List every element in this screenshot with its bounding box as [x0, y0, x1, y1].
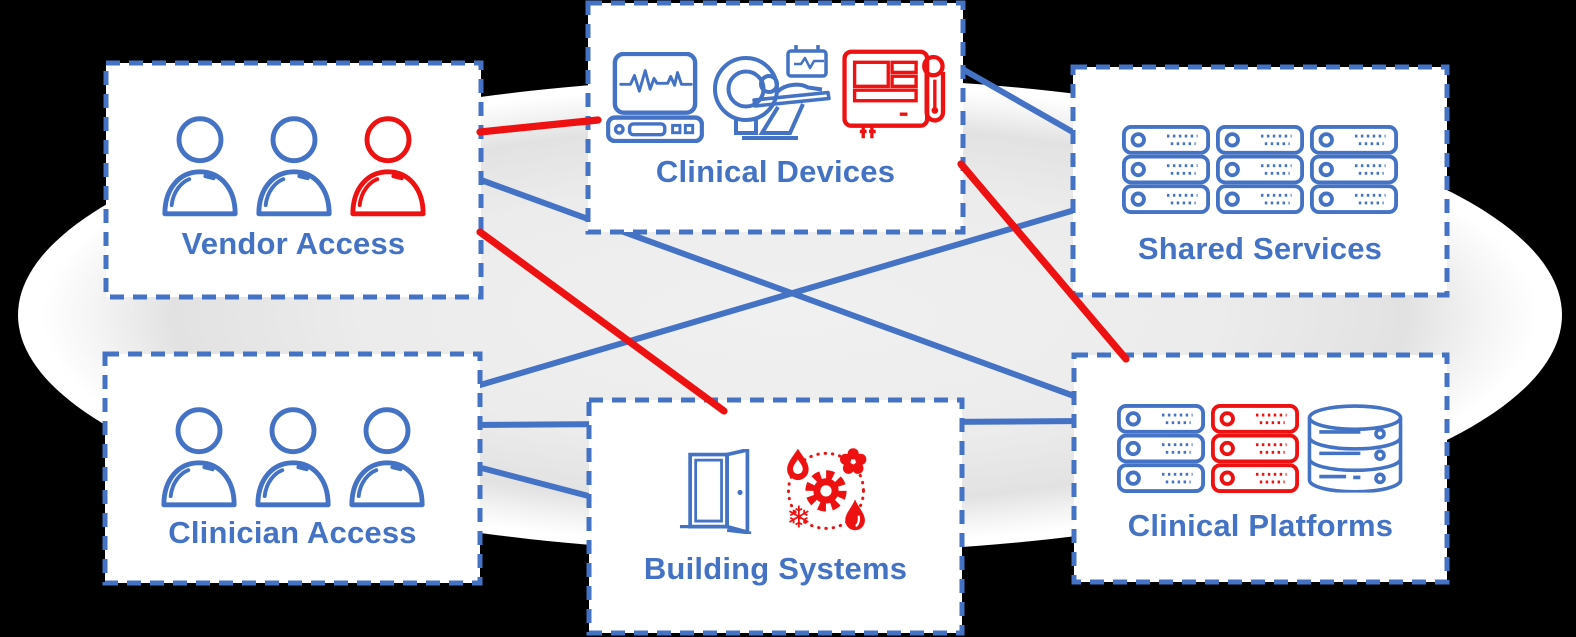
connection-devices-to-platforms [957, 160, 1130, 363]
clinical-devices-icons [588, 43, 963, 143]
person-icon [253, 115, 335, 217]
connection-clinician-to-building [469, 462, 601, 502]
clinical-devices-box: Clinical Devices [588, 3, 963, 232]
person-icon [346, 406, 428, 508]
connection-vendor-to-devices [476, 116, 602, 136]
person-icon [347, 115, 429, 217]
vendor-access-icons [106, 115, 481, 217]
shared-services-icons [1073, 125, 1447, 214]
server-stack-icon [1117, 404, 1205, 493]
server-stack-icon [1122, 125, 1210, 214]
hvac-gear-icon [779, 444, 873, 534]
person-icon [158, 406, 240, 508]
person-icon [159, 115, 241, 217]
database-icon [1305, 403, 1405, 493]
building-systems-box: Building Systems [589, 400, 962, 633]
connection-devices-to-shared [948, 59, 1087, 142]
clinical-platforms-icons [1074, 403, 1447, 493]
connection-vendor-to-building [476, 228, 728, 415]
vendor-access-label: Vendor Access [181, 226, 406, 261]
server-stack-icon [1310, 125, 1398, 214]
clinical-devices-label: Clinical Devices [655, 154, 896, 189]
clinician-access-icons [105, 406, 480, 508]
mri-scanner-icon [712, 43, 834, 143]
patient-monitor-icon [842, 45, 946, 143]
person-icon [252, 406, 334, 508]
clinical-platforms-box: Clinical Platforms [1074, 355, 1447, 582]
shared-services-label: Shared Services [1137, 231, 1383, 266]
building-systems-plate [586, 397, 965, 636]
red-connections [476, 116, 1130, 415]
open-door-icon [679, 449, 753, 534]
connection-clinician-to-shared [469, 204, 1086, 391]
vendor-access-plate [103, 60, 484, 300]
clinician-access-box: Clinician Access [105, 354, 480, 583]
building-systems-icons [589, 444, 962, 534]
shared-services-box: Shared Services [1073, 67, 1447, 295]
server-stack-icon [1211, 404, 1299, 493]
building-systems-label: Building Systems [643, 551, 908, 586]
clinician-access-plate [102, 351, 483, 586]
vendor-access-box: Vendor Access [106, 63, 481, 297]
ekg-monitor-icon [606, 52, 704, 143]
node-plates [102, 0, 1450, 636]
connection-vendor-to-platforms [468, 173, 1087, 403]
clinician-access-label: Clinician Access [168, 515, 417, 550]
clinical-platforms-label: Clinical Platforms [1127, 508, 1394, 543]
server-stack-icon [1216, 125, 1304, 214]
